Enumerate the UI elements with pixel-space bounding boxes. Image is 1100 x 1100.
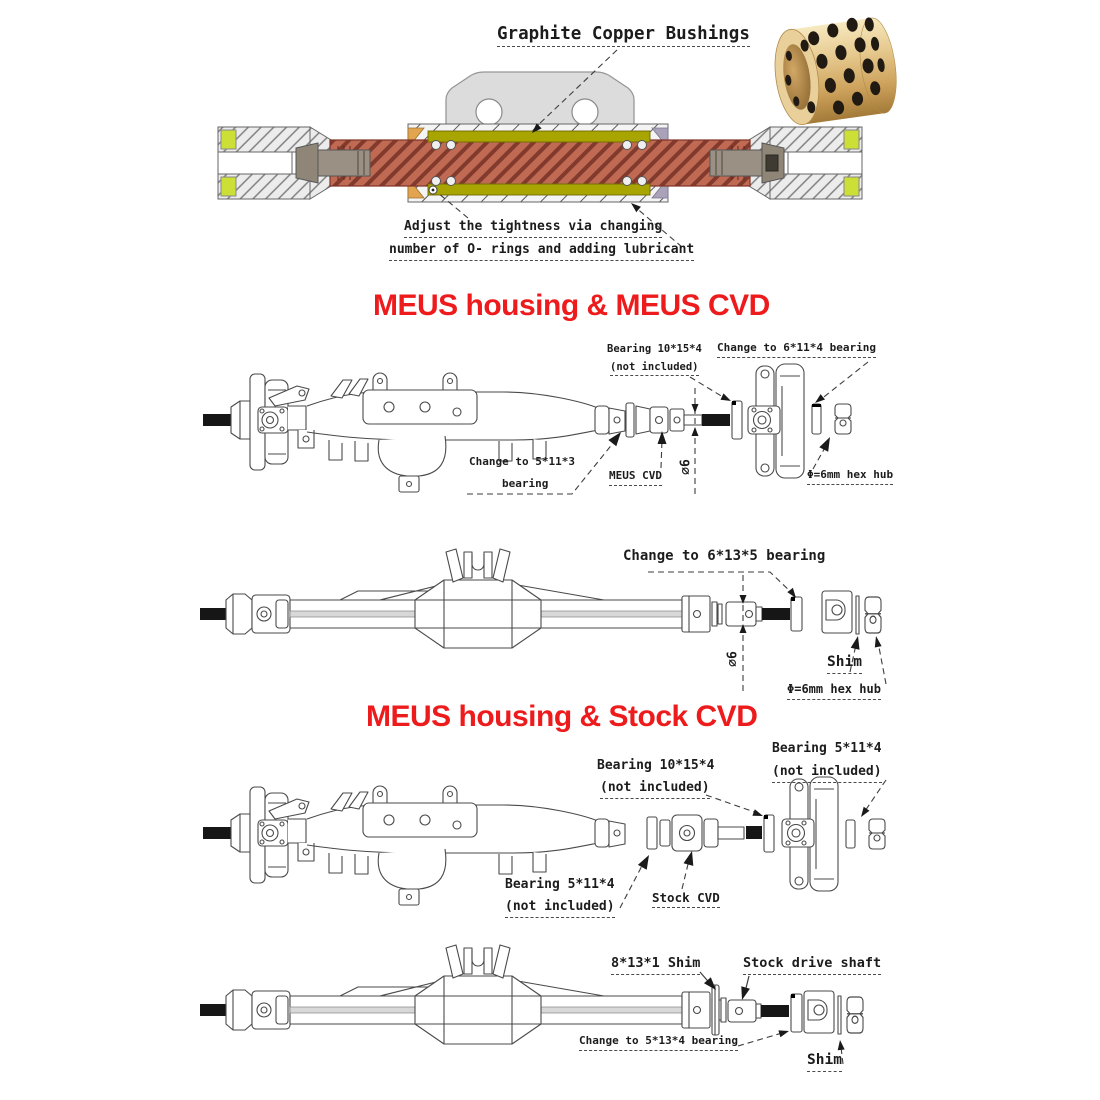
change-5-11-3-bearing-label-line2: bearing [502, 477, 549, 490]
bearing-10-15-4-label-stock: Bearing 10*15*4 [597, 758, 715, 773]
diameter-6-dimension-rear: ⌀6 [725, 651, 741, 667]
bearing-10-15-4-label: Bearing 10*15*4 [607, 343, 702, 355]
driveshaft-cross-section-drawing [217, 71, 863, 203]
not-included-label-stock-2: (not included) [772, 764, 882, 783]
arrowheads [532, 123, 882, 1051]
front-axle-stock-cvd-drawing [202, 776, 886, 906]
hex-hub-label-meus: Φ=6mm hex hub [807, 468, 894, 485]
front-axle-meus-cvd-drawing [202, 363, 852, 493]
rear-axle-stock-drawing [199, 944, 864, 1045]
tightness-caption-line1: Adjust the tightness via changing [404, 219, 663, 238]
stock-cvd-parts [646, 814, 856, 853]
not-included-label-stock-3: (not included) [505, 899, 615, 918]
change-6-11-4-bearing-label: Change to 6*11*4 bearing [717, 341, 876, 358]
stock-cvd-label: Stock CVD [652, 890, 720, 909]
not-included-label-stock-1: (not included) [600, 780, 710, 799]
not-included-label: (not included) [610, 361, 699, 377]
change-6-13-5-bearing-label: Change to 6*13*5 bearing [623, 548, 826, 564]
change-5-13-4-bearing-label: Change to 5*13*4 bearing [579, 1034, 738, 1051]
bearing-5-11-4-label-right: Bearing 5*11*4 [772, 741, 882, 756]
shim-label-meus-rear: Shim [827, 654, 862, 674]
section-heading-stock-cvd: MEUS housing & Stock CVD [366, 700, 758, 733]
shim-8-13-1-label: 8*13*1 Shim [611, 955, 701, 975]
tightness-caption-line2: number of O- rings and adding lubricant [389, 242, 695, 261]
leader-lines [437, 49, 887, 1065]
section-heading-meus-cvd: MEUS housing & MEUS CVD [373, 289, 770, 322]
change-5-11-3-bearing-label-line1: Change to 5*11*3 [469, 455, 575, 468]
graphite-copper-bushings-label: Graphite Copper Bushings [497, 24, 750, 48]
bearing-5-11-4-label-left: Bearing 5*11*4 [505, 877, 615, 892]
rear-axle-meus-drawing [199, 548, 882, 649]
meus-cvd-parts [625, 400, 822, 440]
stock-drive-shaft-label: Stock drive shaft [743, 955, 882, 975]
diameter-6-dimension: ⌀6 [678, 459, 694, 475]
hex-hub-label-meus-rear: Φ=6mm hex hub [787, 682, 881, 700]
graphite-copper-bushing-photo [774, 17, 897, 125]
meus-cvd-label: MEUS CVD [609, 469, 662, 486]
shim-label-stock-rear: Shim [807, 1052, 842, 1072]
